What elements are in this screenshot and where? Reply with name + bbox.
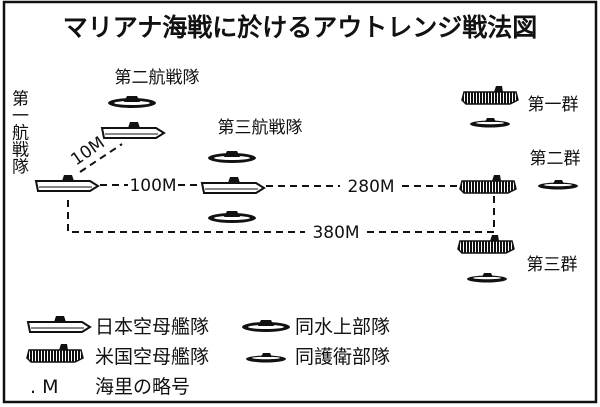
- first-division-text: 第一航戦隊: [8, 89, 29, 174]
- jp-surface-ship-icon: [108, 96, 156, 108]
- distance-line-380m: [67, 200, 305, 233]
- us-carrier-icon: [459, 174, 517, 194]
- us-escort-icon: [470, 118, 510, 128]
- legend-us-escort-label: 同護衛部隊: [295, 346, 390, 368]
- us-escort-icon: [467, 273, 507, 283]
- distance-100m: 100M: [129, 176, 176, 196]
- diagram-title: マリアナ海戦に於けるアウトレンジ戦法図: [63, 13, 538, 42]
- distance-line-10m: [79, 143, 123, 173]
- label-first-division: 第一航戦隊: [8, 89, 29, 174]
- legend-jp-surface-label: 同水上部隊: [295, 316, 390, 338]
- label-us-group2: 第二群: [530, 149, 581, 169]
- legend-us-carrier-label: 米国空母艦隊: [95, 346, 209, 368]
- label-us-group3: 第三群: [527, 255, 578, 275]
- legend-us-carrier-icon: [26, 343, 84, 363]
- label-third-division: 第三航戦隊: [218, 118, 303, 138]
- legend-jp-carrier-label: 日本空母艦隊: [95, 316, 209, 338]
- us-carrier-icon: [457, 234, 515, 254]
- jp-carrier-icon: [35, 174, 99, 192]
- legend-jp-carrier-icon: [27, 315, 91, 333]
- us-escort-icon: [538, 180, 578, 190]
- legend-jp-surface-icon: [242, 320, 290, 332]
- distance-280m: 280M: [347, 177, 394, 197]
- label-us-group1: 第一群: [528, 95, 579, 115]
- distance-10m: 10M: [67, 133, 108, 170]
- jp-carrier-icon: [101, 121, 165, 139]
- jp-surface-ship-icon: [208, 211, 256, 223]
- jp-surface-ship-icon: [208, 151, 256, 163]
- us-carrier-icon: [461, 85, 519, 105]
- distance-line-380m-right: [367, 195, 495, 233]
- legend-m-symbol: . M: [30, 376, 58, 398]
- legend-m-meaning: 海里の略号: [95, 376, 190, 398]
- legend: 日本空母艦隊 同水上部隊 米国空母艦隊 同護衛部隊 . M 海里の略号: [26, 315, 390, 398]
- jp-carrier-icon: [201, 176, 265, 194]
- label-second-division: 第二航戦隊: [115, 68, 200, 88]
- distance-380m: 380M: [312, 223, 359, 243]
- legend-us-escort-icon: [246, 353, 286, 363]
